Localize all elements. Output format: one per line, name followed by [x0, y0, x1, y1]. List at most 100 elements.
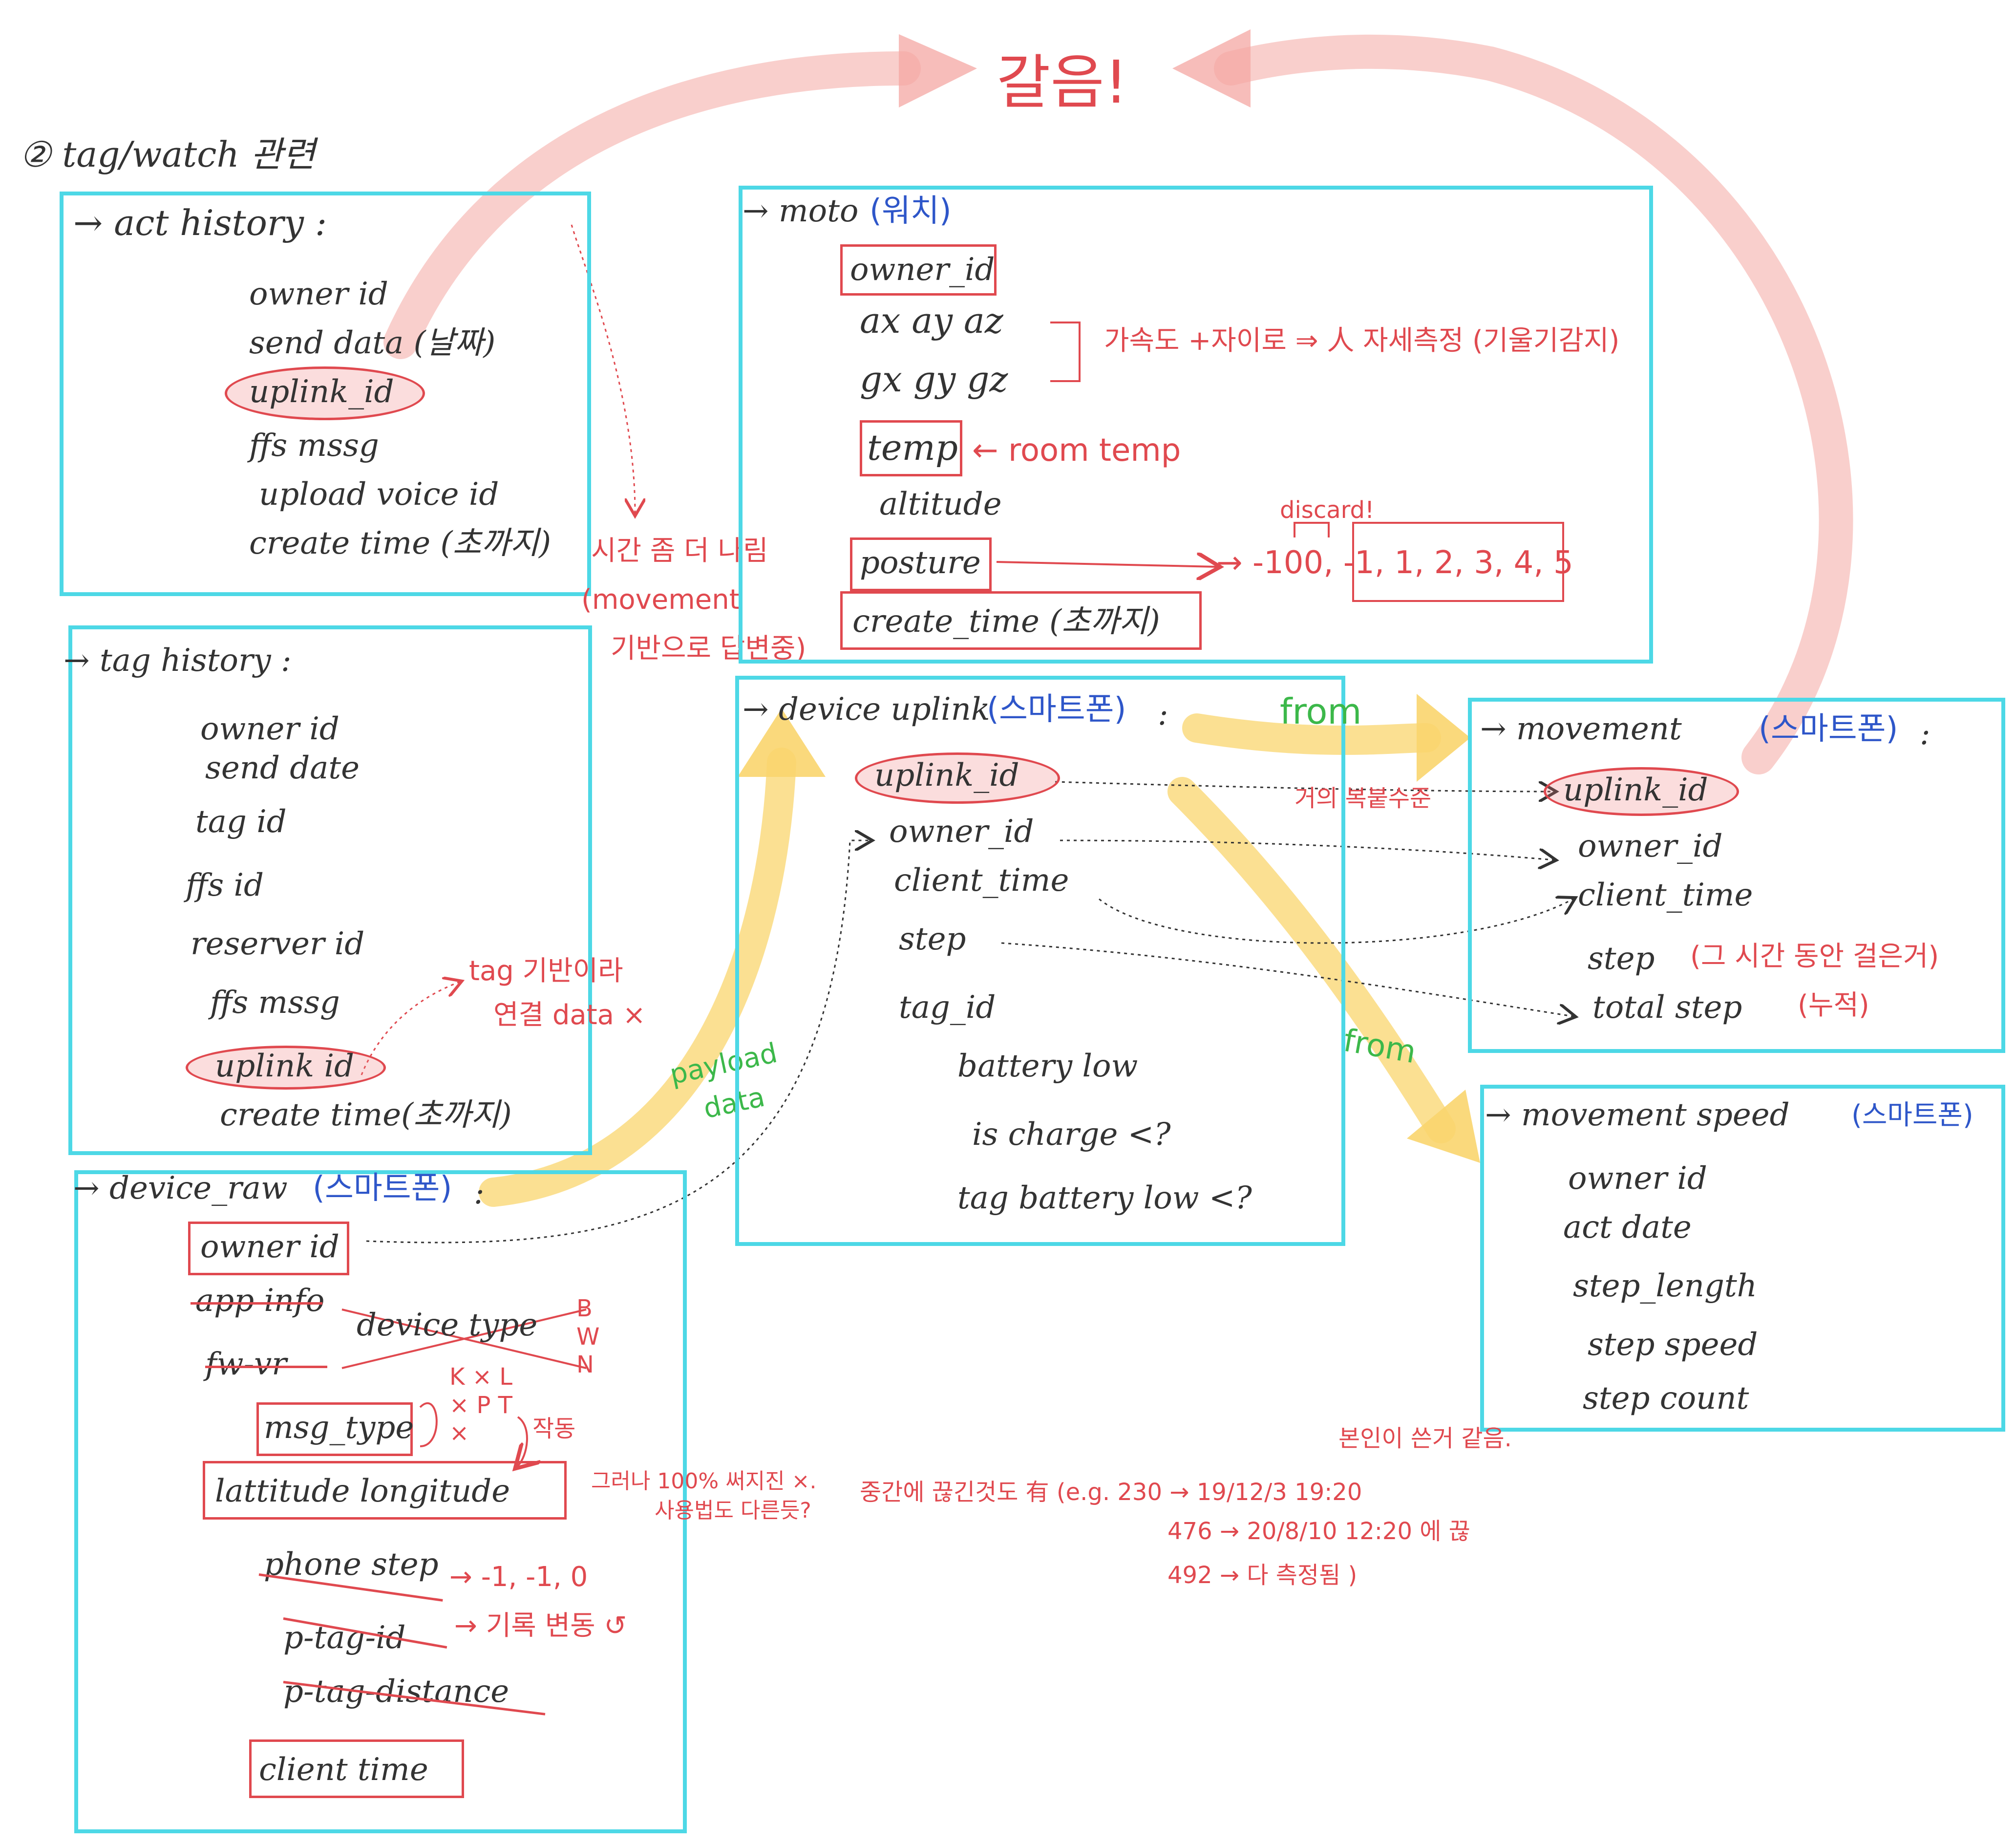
device-uplink-field-client-time: client_time	[894, 862, 1069, 899]
moto-field-altitude: altitude	[879, 486, 1002, 522]
movement-speed-title: → movement speed	[1485, 1097, 1790, 1133]
tag-uplink-highlight	[186, 1046, 386, 1090]
msg-type-options: K × L × P T ×	[449, 1363, 512, 1447]
uplink-id-highlight	[225, 366, 425, 420]
device-raw-title-tag: (스마트폰)	[313, 1170, 452, 1206]
tag-history-title: → tag history :	[64, 643, 292, 679]
moto-box	[739, 186, 1653, 664]
tag-history-field-ffs-id: ffs id	[186, 867, 264, 903]
device-raw-field-client-time: client time	[259, 1752, 428, 1788]
tag-history-field-owner-id: owner id	[200, 711, 340, 747]
p-tag-note: → 기록 변동 ↺	[454, 1610, 627, 1642]
pink-arrow-left-head	[899, 34, 977, 107]
device-type-options: B W N	[576, 1295, 600, 1379]
act-history-field-ffs-mssg: ffs mssg	[249, 428, 379, 464]
client-note-2: 476 → 20/8/10 12:20 에 끊	[1167, 1518, 1470, 1545]
tag-history-field-reserver-id: reserver id	[191, 926, 365, 962]
movement-title-suffix: :	[1920, 716, 1931, 752]
movement-speed-field-step-speed: step speed	[1588, 1327, 1758, 1363]
pink-arrow-right-head	[1172, 29, 1251, 107]
device-uplink-field-tag-battery-low: tag battery low <?	[957, 1180, 1252, 1216]
tag-history-field-ffs-mssg: ffs mssg	[210, 985, 340, 1021]
device-raw-field-owner-id: owner id	[200, 1229, 340, 1265]
movement-title-tag: (스마트폰)	[1759, 711, 1898, 747]
movement-title: → movement	[1480, 711, 1682, 747]
from-label-2: from	[1340, 1022, 1419, 1071]
device-uplink-field-tag-id: tag_id	[899, 989, 996, 1026]
movement-total-note: (누적)	[1798, 989, 1869, 1021]
act-history-field-uplink-id: uplink_id	[249, 374, 394, 410]
moto-owner-box	[840, 244, 997, 296]
moto-field-temp: temp	[867, 427, 958, 468]
msg-type-note: 작동	[532, 1415, 576, 1442]
movement-field-owner-id: owner_id	[1578, 828, 1723, 864]
moto-field-owner-id: owner_id	[850, 252, 995, 288]
movement-box	[1468, 698, 2005, 1053]
tag-history-field-create-time: create time(초까지)	[220, 1097, 512, 1133]
moto-field-posture: posture	[860, 545, 981, 581]
moto-temp-note: ← room temp	[972, 432, 1181, 469]
act-history-field-upload-voice: upload voice id	[259, 476, 499, 513]
movement-field-uplink-id: uplink_id	[1563, 772, 1708, 808]
movement-field-total-step: total step	[1592, 989, 1742, 1026]
client-note-1: 중간에 끊긴것도 有 (e.g. 230 → 19/12/3 19:20	[860, 1479, 1362, 1506]
tag-history-field-tag-id: tag id	[195, 804, 287, 840]
device-uplink-id-highlight	[855, 752, 1060, 804]
yellow-from-arrow-2-head	[1407, 1090, 1480, 1163]
tag-note-2: 연결 data ×	[493, 999, 646, 1031]
device-uplink-field-battery-low: battery low	[957, 1048, 1138, 1084]
device-raw-field-lat-long: lattitude longitude	[215, 1473, 510, 1509]
act-history-title: → act history :	[73, 202, 327, 243]
movement-speed-field-step-length: step_length	[1573, 1268, 1757, 1304]
movement-step-note: (그 시간 동안 걸은거)	[1690, 941, 1939, 972]
movement-speed-title-tag: (스마트폰)	[1851, 1099, 1974, 1131]
movement-uplink-highlight	[1544, 767, 1739, 816]
device-uplink-field-uplink-id: uplink_id	[874, 757, 1019, 794]
device-uplink-field-owner-id: owner_id	[889, 814, 1034, 850]
act-history-field-send-data: send data (날짜)	[249, 325, 496, 361]
device-uplink-field-is-charge: is charge <?	[972, 1116, 1171, 1153]
act-time-note-3: 기반으로 답변중)	[611, 633, 806, 665]
device-uplink-title-tag: (스마트폰)	[987, 691, 1126, 728]
act-history-box	[60, 192, 591, 596]
lat-long-box	[203, 1461, 567, 1520]
moto-posture-box	[850, 537, 992, 591]
moto-title: → moto	[743, 193, 859, 229]
section-label: ② tag/watch 관련	[20, 134, 316, 175]
lat-note-2: 사용법도 다른듯?	[655, 1498, 811, 1523]
tag-history-box	[68, 625, 592, 1155]
from-label-1: from	[1280, 691, 1362, 732]
act-time-note-2: (movement	[581, 584, 740, 616]
moto-temp-box	[860, 420, 962, 476]
copy-note: 거의 복붙수준	[1294, 785, 1432, 812]
device-raw-field-fw-vr: fw-vr	[205, 1346, 287, 1382]
yellow-from-arrow-1-head	[1417, 694, 1470, 782]
device-raw-title-suffix: :	[474, 1175, 485, 1211]
lat-note-1: 그러나 100% 써지진 ×.	[591, 1469, 817, 1494]
tag-history-field-send-date: send date	[205, 750, 360, 786]
act-history-field-owner-id: owner id	[249, 276, 388, 312]
act-history-field-create-time: create time (초까지)	[249, 525, 552, 561]
movement-speed-field-step-count: step count	[1583, 1380, 1749, 1416]
phone-step-values: → -1, -1, 0	[449, 1561, 588, 1593]
fw-vr-strike	[205, 1366, 327, 1368]
device-uplink-title-suffix: :	[1158, 696, 1168, 732]
device-raw-field-device-type: device type	[357, 1307, 538, 1343]
tag-history-field-uplink-id: uplink id	[215, 1048, 354, 1084]
device-raw-field-app-info: app info	[195, 1283, 325, 1319]
owner-note: 본인이 쓴거 같음.	[1338, 1425, 1512, 1452]
tag-note-1: tag 기반이라	[469, 955, 623, 987]
app-info-strike	[191, 1302, 322, 1305]
device-raw-field-p-tag-distance: p-tag-distance	[283, 1673, 509, 1710]
moto-title-tag: (워치)	[870, 193, 952, 229]
client-time-box	[249, 1739, 464, 1798]
movement-field-client-time: client_time	[1578, 877, 1753, 913]
device-raw-title: → device_raw	[73, 1170, 288, 1206]
device-raw-box	[74, 1170, 687, 1833]
device-raw-field-msg-type: msg_type	[264, 1410, 414, 1446]
moto-field-create-time: create_time (초까지)	[852, 603, 1160, 640]
moto-posture-values: → -100, -1, 1, 2, 3, 4, 5	[1216, 545, 1573, 581]
client-note-3: 492 → 다 측정됨 )	[1167, 1562, 1358, 1589]
moto-discard-note: discard!	[1280, 496, 1375, 524]
